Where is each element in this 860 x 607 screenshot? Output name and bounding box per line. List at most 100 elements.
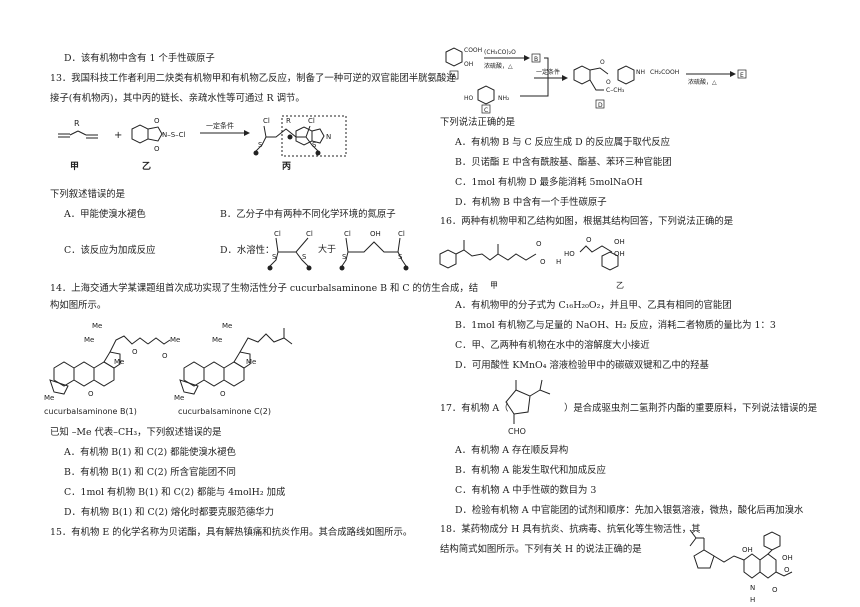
q16-option-c: C．甲、乙两种有机物在水中的溶解度大小接近 [455, 340, 650, 351]
svg-text:浓硫酸，△: 浓硫酸，△ [688, 78, 717, 86]
dashed-box-group: N [281, 115, 347, 157]
svg-text:Cl: Cl [263, 117, 270, 125]
q12-option-d: D．该有机物中含有 1 个手性碳原子 [64, 53, 215, 64]
q15-option-c: C．1mol 有机物 D 最多能消耗 5molNaOH [455, 177, 643, 188]
q15-option-d: D．有机物 B 中含有一个手性碳原子 [455, 197, 607, 208]
svg-text:Me: Me [92, 322, 102, 330]
reaction-arrow: 一定条件 [200, 121, 250, 136]
svg-text:A: A [452, 73, 457, 80]
svg-text:OH: OH [370, 230, 381, 238]
svg-text:OH: OH [782, 554, 793, 562]
q17-text-post: ）是合成驱虫剂二氢荆芥内酯的重要原料，下列说法错误的是 [564, 403, 818, 414]
svg-text:OH: OH [614, 250, 625, 258]
q17-compound-a-structure: CHO [505, 379, 551, 436]
q13-option-d-label: D．水溶性： [220, 245, 275, 256]
name-cucurbalsaminone-b: cucurbalsaminone B(1) [44, 407, 137, 416]
svg-text:N: N [326, 133, 331, 141]
q17-option-a: A．有机物 A 存在顺反异构 [455, 445, 569, 456]
label-yi: 乙 [142, 161, 151, 172]
q15-stem: 下列说法正确的是 [440, 117, 516, 128]
svg-text:S: S [342, 253, 347, 261]
svg-text:+: + [114, 130, 122, 141]
q14-text-line1: 14．上海交通大学某课题组首次成功实现了生物活性分子 cucurbalsamin… [50, 283, 479, 294]
q14-option-d: D．有机物 B(1) 和 C(2) 熔化时都要克服范德华力 [64, 507, 275, 518]
svg-text:N: N [750, 584, 755, 592]
q13-option-c: C．该反应为加成反应 [64, 245, 156, 256]
label-jia: 甲 [490, 281, 498, 290]
compound-bing: Cl R Cl S S 丙 [253, 117, 321, 172]
svg-text:O: O [536, 240, 542, 248]
svg-text:O: O [162, 352, 168, 360]
svg-text:Me: Me [174, 394, 184, 402]
svg-text:Me: Me [114, 358, 124, 366]
svg-text:O: O [154, 145, 160, 153]
compound-a: COOH OH A [445, 47, 482, 80]
svg-text:Me: Me [222, 322, 232, 330]
svg-text:一定条件: 一定条件 [536, 68, 560, 76]
svg-text:S: S [312, 141, 317, 149]
q14-option-c: C．1mol 有机物 B(1) 和 C(2) 都能与 4molH₂ 加成 [64, 487, 286, 498]
svg-text:B: B [534, 56, 538, 63]
svg-text:HO: HO [564, 250, 575, 258]
svg-text:O: O [540, 258, 546, 266]
svg-text:一定条件: 一定条件 [206, 121, 234, 130]
label-yi: 乙 [616, 281, 624, 290]
svg-text:H: H [750, 596, 755, 604]
q13-option-b: B．乙分子中有两种不同化学环境的氮原子 [220, 209, 396, 220]
comparison-word: 大于 [318, 243, 336, 255]
svg-text:(CH₃CO)₂O: (CH₃CO)₂O [484, 49, 516, 56]
svg-text:O: O [772, 586, 778, 594]
q13-option-d-structures: Cl Cl S S 大于 Cl OH Cl S S [267, 230, 409, 271]
svg-text:O: O [132, 348, 138, 356]
q15-option-b: B．贝诺酯 E 中含有酰胺基、酯基、苯环三种官能团 [455, 157, 672, 168]
svg-text:Me: Me [170, 336, 180, 344]
svg-text:O: O [586, 236, 592, 244]
q17-option-d: D．检验有机物 A 中官能团的试剂和顺序：先加入银氨溶液，微热，酸化后再加溴水 [455, 505, 804, 516]
svg-text:NH: NH [636, 69, 645, 76]
q14-option-b: B．有机物 B(1) 和 C(2) 所含官能团不同 [64, 467, 236, 478]
q13-text-line2: 接子(有机物丙)，其中丙的链长、亲疏水性等可通过 R 调节。 [50, 93, 305, 104]
svg-text:浓硫酸，△: 浓硫酸，△ [484, 62, 513, 70]
q14-structures-figure: Me Me Me O O Me Me O cucurbalsaminone B(… [44, 322, 293, 416]
q16-option-a: A．有机物甲的分子式为 C₁₆H₂₀O₂，并且甲、乙具有相同的官能团 [455, 300, 732, 311]
svg-text:OH: OH [464, 61, 473, 68]
q14-text-line2: 构如图所示。 [50, 300, 107, 311]
svg-text:Cl: Cl [344, 230, 351, 238]
svg-text:S: S [258, 141, 263, 149]
svg-text:E: E [740, 72, 744, 79]
arrow-to-d: 一定条件 [534, 68, 568, 81]
compound-yi: O O N–S–Cl 乙 [131, 117, 186, 172]
q18-text-line2: 结构简式如图所示。下列有关 H 的说法正确的是 [440, 544, 642, 555]
q17-text-pre: 17．有机物 A（ [440, 403, 509, 414]
svg-text:Cl: Cl [398, 230, 405, 238]
svg-text:Me: Me [246, 358, 256, 366]
svg-text:OH: OH [742, 546, 753, 554]
q16-option-d: D．可用酸性 KMnO₄ 溶液检验甲中的碳碳双键和乙中的羟基 [455, 360, 709, 371]
q15-synthesis-route-figure: COOH OH A (CH₃CO)₂O 浓硫酸，△ B HO NH₂ C 一定条… [445, 47, 747, 114]
svg-text:Me: Me [212, 336, 222, 344]
svg-text:NH₂: NH₂ [498, 95, 510, 102]
q16-text-line1: 16．两种有机物甲和乙结构如图，根据其结构回答，下列说法正确的是 [440, 216, 734, 227]
structure-right: Cl OH Cl S S [339, 230, 409, 271]
name-cucurbalsaminone-c: cucurbalsaminone C(2) [178, 407, 271, 416]
svg-text:Me: Me [44, 394, 54, 402]
compound-d: O NH CH₂COOH C–CH₃ O D [573, 59, 679, 109]
svg-text:O: O [88, 390, 94, 398]
svg-text:CH₂COOH: CH₂COOH [650, 69, 679, 76]
q13-stem: 下列叙述错误的是 [50, 189, 126, 200]
svg-text:Cl: Cl [306, 230, 313, 238]
q15-text-line1: 15．有机物 E 的化学名称为贝诺酯，具有解热镇痛和抗炎作用。其合成路线如图所示… [50, 527, 413, 538]
svg-text:H: H [556, 258, 561, 266]
svg-text:N–S–Cl: N–S–Cl [162, 131, 186, 139]
svg-text:O: O [606, 79, 611, 86]
q17-option-b: B．有机物 A 能发生取代和加成反应 [455, 465, 606, 476]
svg-text:O: O [220, 390, 226, 398]
q13-option-a: A．甲能使溴水褪色 [64, 209, 146, 220]
svg-text:OH: OH [614, 238, 625, 246]
q13-reaction-figure: R 甲 + O O N–S–Cl 乙 一定条件 Cl R Cl S S [58, 115, 347, 172]
structure-left: Cl Cl S S [267, 230, 313, 271]
compound-c: HO NH₂ C [464, 85, 510, 114]
q18-compound-h-structure: OH OH O O N H [689, 529, 793, 604]
svg-text:S: S [302, 253, 307, 261]
